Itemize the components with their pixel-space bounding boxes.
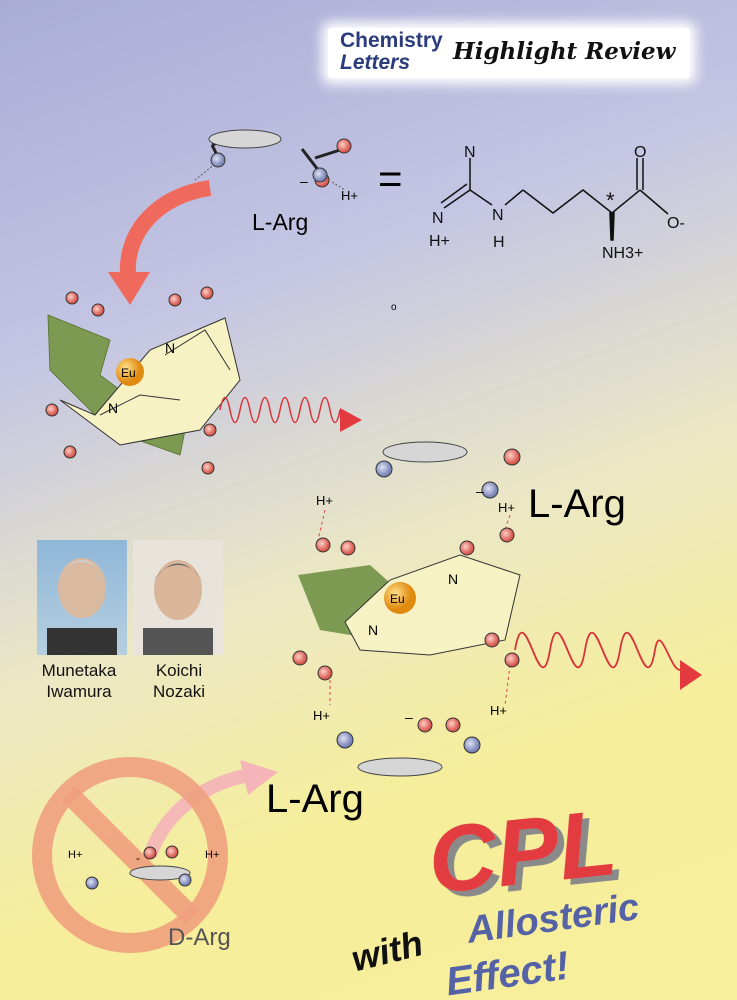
nh3-group: NH3+ [602,245,643,262]
atom-o-minus: O- [667,215,685,232]
author-first-name: Munetaka [41,661,117,680]
n-label-3: N [448,571,458,587]
eu-label: Eu [121,366,136,380]
minus-1: – [476,483,484,499]
eu-complex-left: Eu N N [45,286,362,475]
forbidden-d-arg: H+ H+ - D-Arg [32,757,278,953]
author-first-name: Koichi [155,661,203,680]
l-arg-label-bottom: L-Arg [266,777,364,821]
author-photo-iwamura [37,540,127,655]
h-plus-right: H+ [341,188,358,203]
author-name-iwamura: Munetaka Iwamura [27,660,131,702]
h-plus-3: H+ [313,708,330,723]
n-label-4: N [368,622,378,638]
atom-h-mid: H [493,234,505,251]
eu-complex-right: H+ H+ – L-Arg Eu N N H+ H+ – L-Arg [266,441,702,821]
atom-o-top: O [634,144,646,161]
d-arg-label: D-Arg [168,924,231,951]
h-plus-d2: H+ [205,849,219,861]
eu-label-right: Eu [390,592,405,606]
helix-arrowhead [680,660,702,690]
helix-emission [514,631,681,671]
author-photo-nozaki [133,540,223,655]
europium-atom [116,358,144,386]
atom-n-mid: N [492,207,504,224]
arginine-labels: N N H+ N H O O- NH3+ * [429,144,685,262]
n-label-1: N [165,340,175,356]
author-name-nozaki: Koichi Nozaki [133,660,225,702]
stereo-center-mark: * [606,188,615,213]
journal-logo-line1: Chemistry [340,29,443,52]
stray-mark: o [391,302,397,313]
cpl-title: CPL [423,789,621,913]
h-plus-1: H+ [316,493,333,508]
h-plus-d1: H+ [68,849,82,861]
atom-n-top: N [464,144,476,161]
l-arg-label: L-Arg [252,209,308,235]
slogan-effect: Effect! [443,944,572,1000]
top-l-arg-molecule: H+ H+ – L-Arg = [193,129,403,235]
h-plus-2: H+ [498,500,515,515]
emission-arrowhead [340,408,362,432]
slogan: CPL with Allosteric Effect! [347,789,642,1000]
journal-header: Chemistry Letters Highlight Review [328,28,690,78]
l-arg-label-top: L-Arg [528,482,626,526]
arginine-structure [440,158,669,241]
author-last-name: Nozaki [153,682,205,701]
h-plus-4: H+ [490,703,507,718]
minus-2: – [405,709,413,725]
red-curved-arrow [119,180,212,276]
minus-charge: – [300,173,308,189]
equals-sign: = [378,155,403,202]
emission-wave [219,396,341,424]
atom-h-left: H+ [429,233,450,250]
highlight-review-badge: Highlight Review [453,38,676,65]
atom-n-left: N [432,210,444,227]
author-last-name: Iwamura [46,682,112,701]
slogan-with: with [347,922,427,979]
red-arrowhead [108,272,150,305]
minus-d: - [136,851,140,865]
n-label-2: N [108,400,118,416]
journal-logo-line2: Letters [340,51,411,74]
